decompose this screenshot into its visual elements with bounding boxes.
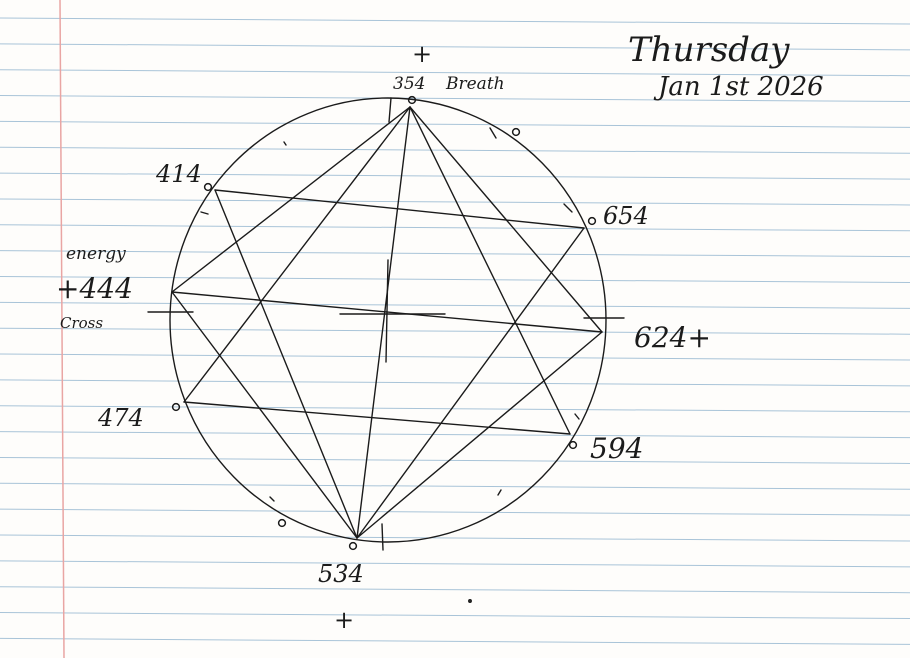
ruled-line (0, 353, 910, 361)
label-414: 414 (156, 160, 202, 188)
tick-mark-2 (563, 203, 573, 213)
center-cross-vertical (385, 259, 389, 363)
ruled-line (0, 146, 910, 154)
label-594: 594 (590, 432, 644, 465)
label-energy: energy (66, 244, 126, 264)
tick-mark-1 (489, 127, 497, 139)
ruled-line (0, 43, 910, 51)
point-654 (587, 216, 597, 226)
chord-534-654 (356, 227, 585, 539)
ruled-line (0, 301, 910, 309)
tick-mark-5 (269, 496, 275, 502)
bottom-cross-mark: + (334, 606, 355, 634)
ruled-line (0, 560, 910, 568)
ruled-line (0, 508, 910, 516)
margin-line (59, 0, 65, 658)
ruled-line (0, 534, 910, 542)
ruled-line (0, 586, 910, 594)
label-654: 654 (603, 202, 649, 230)
main-circle (169, 97, 607, 543)
chord-354-534 (356, 106, 411, 539)
tick-mark-6 (497, 489, 502, 496)
ruled-line (0, 405, 910, 413)
chord-474-594 (183, 401, 571, 435)
ruled-line (0, 276, 910, 283)
open-circle-lower (277, 518, 287, 528)
ruled-line (0, 120, 910, 128)
chord-354-474 (183, 106, 411, 403)
tick-mark-3 (200, 211, 209, 215)
ruled-line (0, 379, 910, 387)
day-heading: Thursday (628, 30, 790, 70)
chord-534-414 (214, 189, 358, 539)
ruled-line (0, 17, 910, 25)
ruled-line (0, 431, 910, 439)
chord-354-444 (171, 106, 411, 293)
point-594 (568, 440, 578, 450)
point-414 (203, 182, 213, 192)
label-624: 624+ (634, 321, 711, 354)
ruled-lines (0, 17, 910, 645)
chord-534-624 (356, 331, 603, 539)
tick-mark-7 (283, 141, 287, 146)
ruled-line (0, 612, 910, 620)
label-534: 534 (318, 560, 364, 588)
ruled-line (0, 250, 910, 258)
ruled-line (0, 69, 910, 77)
chord-414-654 (214, 189, 585, 229)
chord-354-594 (409, 106, 571, 435)
chord-534-444 (171, 291, 358, 539)
chord-354-624 (409, 106, 603, 333)
top-cross-mark: + (412, 40, 433, 68)
ruled-line (0, 172, 910, 180)
ruled-line (0, 327, 910, 335)
tick-top (388, 97, 392, 123)
point-474 (171, 402, 181, 412)
date-heading: Jan 1st 2026 (658, 72, 824, 102)
ruled-line (0, 482, 910, 490)
point-354 (407, 95, 417, 105)
point-534 (348, 541, 358, 551)
pencil-dot (468, 599, 472, 603)
ruled-line (0, 95, 910, 103)
tick-mark-4 (574, 413, 580, 420)
label-354: 354 (393, 74, 426, 94)
ruled-line (0, 456, 910, 464)
tick-bottom (381, 523, 384, 551)
ruled-line (0, 637, 910, 645)
label-cross: Cross (60, 314, 104, 332)
ruled-line (0, 224, 910, 232)
label-breath: Breath (446, 74, 505, 94)
label-444: +444 (56, 272, 133, 305)
label-474: 474 (98, 404, 144, 432)
ruled-line (0, 198, 910, 206)
open-circle-upper (511, 127, 521, 137)
